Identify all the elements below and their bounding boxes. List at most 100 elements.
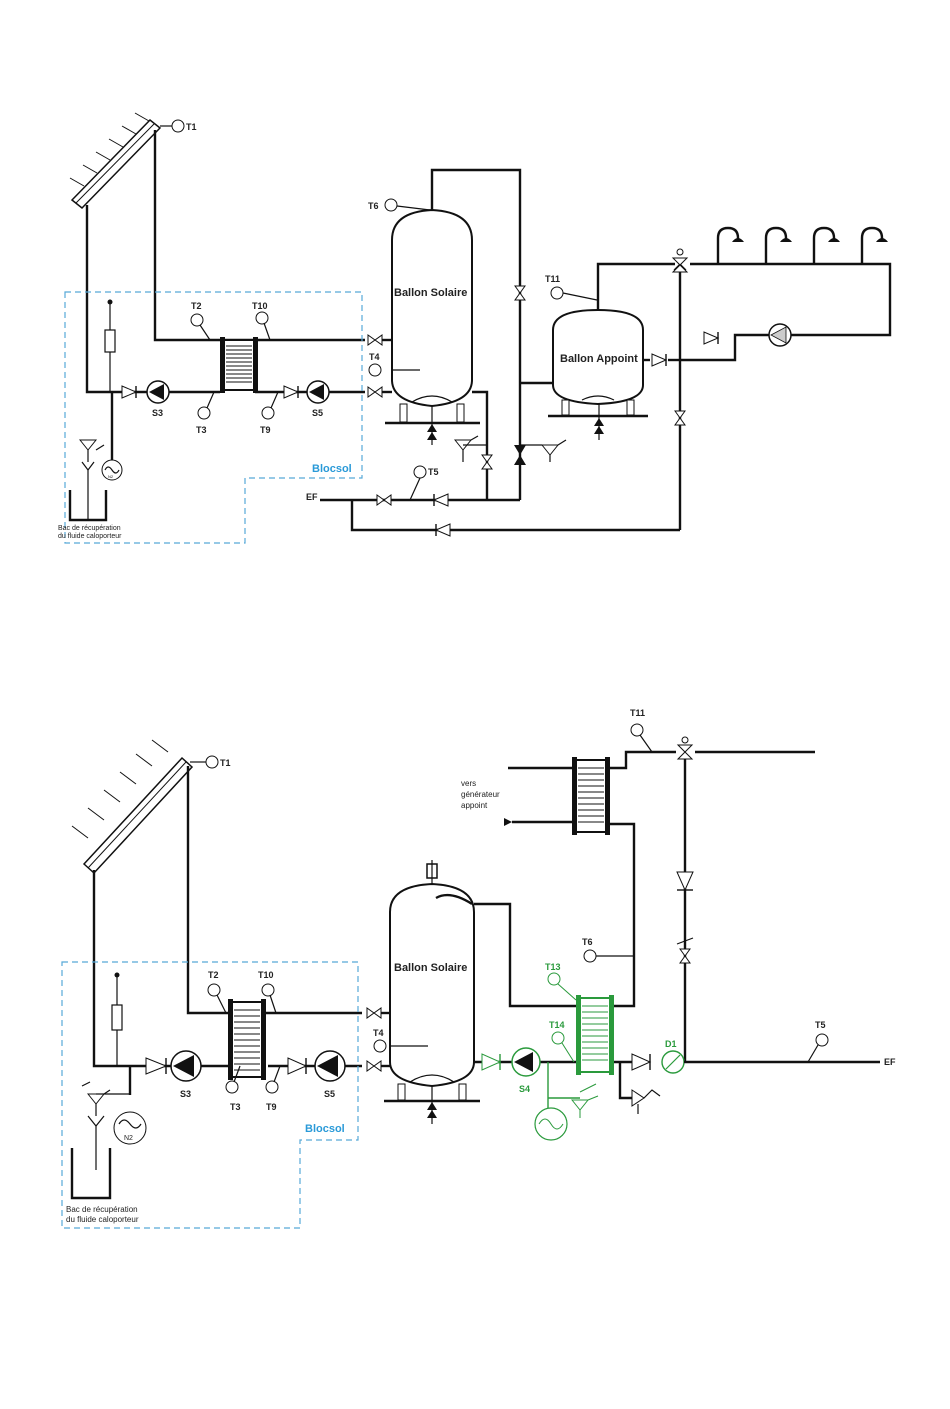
sensor-d1-label: D1 — [665, 1039, 677, 1049]
sensor-t14-label: T14 — [549, 1020, 565, 1030]
recirculation-pump — [769, 324, 791, 346]
check-valve — [434, 494, 448, 506]
safety-valve — [455, 436, 487, 462]
sensor-t2-label: T2 — [191, 301, 202, 311]
sensor-t2-label: T2 — [208, 970, 219, 980]
sensor-t6: T6 — [582, 937, 634, 962]
sensor-t9-label: T9 — [260, 425, 271, 435]
safety-group: N2 — [72, 1082, 146, 1198]
solar-collector — [70, 113, 160, 208]
tray-label-1: Bac de récupération — [66, 1205, 138, 1214]
sensor-t9-label: T9 — [266, 1102, 277, 1112]
sensor-t5-label: T5 — [815, 1020, 826, 1030]
safety-valve — [520, 440, 566, 462]
sensor-t1-label: T1 — [220, 758, 231, 768]
sensor-t1: T1 — [190, 756, 231, 768]
heat-exchanger-1 — [228, 999, 266, 1080]
valve — [368, 335, 382, 345]
sensor-t4-label: T4 — [369, 352, 380, 362]
valve — [675, 411, 685, 425]
sensor-t11: T11 — [630, 708, 652, 752]
pump-s4-label: S4 — [519, 1084, 530, 1094]
three-way-valve — [673, 249, 687, 272]
solar-tank — [384, 860, 480, 1124]
shower-icon — [718, 228, 744, 264]
solar-tank-label: Ballon Solaire — [394, 962, 467, 974]
valve — [377, 495, 391, 505]
sensor-t10-label: T10 — [252, 301, 268, 311]
generator-label-1: vers — [461, 779, 476, 788]
sensor-t9: T9 — [266, 1066, 280, 1112]
pump-s3-label: S3 — [180, 1089, 191, 1099]
generator-label-3: appoint — [461, 801, 488, 810]
check-valve — [122, 386, 136, 398]
sensor-t1-label: T1 — [186, 122, 197, 132]
sensor-t6-label: T6 — [582, 937, 593, 947]
sensor-t5-label: T5 — [428, 467, 439, 477]
valve — [482, 455, 492, 469]
valve — [368, 387, 382, 397]
backup-tank-label: Ballon Appoint — [560, 353, 638, 365]
sensor-t6: T6 — [368, 199, 430, 211]
valve — [367, 1061, 381, 1071]
pump-s3-label: S3 — [152, 408, 163, 418]
expansion-vessel-label: N2 — [108, 474, 114, 479]
pump-s5-label: S5 — [324, 1089, 335, 1099]
generator-label-2: générateur — [461, 790, 500, 799]
sensor-t4: T4 — [369, 352, 381, 376]
safety-valve — [632, 1090, 660, 1114]
check-valve — [436, 524, 450, 536]
sensor-t11-label: T11 — [545, 274, 560, 284]
check-valve — [652, 354, 666, 366]
sensor-t3-label: T3 — [230, 1102, 241, 1112]
three-way-valve — [678, 737, 692, 759]
pump-s3 — [171, 1051, 201, 1081]
valve — [367, 1008, 381, 1018]
added-equipment: S4 T13 T14 — [474, 962, 684, 1140]
heat-exchanger-1 — [220, 337, 258, 393]
cold-water-label: EF — [884, 1057, 896, 1067]
check-valve — [284, 386, 298, 398]
sensor-t2: T2 — [208, 970, 226, 1013]
sensor-t9: T9 — [260, 392, 278, 435]
shower-icon — [766, 228, 792, 264]
diagram-2: T1 Blocsol — [62, 708, 896, 1228]
check-valve — [288, 1058, 306, 1074]
sensor-t11: T11 — [545, 274, 597, 300]
blocsol-border — [62, 962, 358, 1228]
sensor-t6-label: T6 — [368, 201, 379, 211]
sensor-t3-label: T3 — [196, 425, 207, 435]
safety-group: N2 — [70, 440, 122, 520]
sensor-t13-label: T13 — [545, 962, 561, 972]
shower-icon — [862, 228, 888, 264]
expansion-vessel-label: N2 — [124, 1135, 133, 1142]
check-valve — [146, 1058, 166, 1074]
diagram-1: T1 Blocsol T2 T10 T3 — [58, 113, 890, 543]
valve — [515, 286, 525, 300]
safety-valve-tube — [105, 300, 115, 393]
sensor-t10-label: T10 — [258, 970, 274, 980]
sensor-t2: T2 — [191, 301, 210, 340]
sensor-t3: T3 — [196, 392, 214, 435]
sensor-t10: T10 — [252, 301, 270, 340]
solar-tank — [385, 210, 480, 445]
check-valve — [632, 1054, 650, 1070]
pump-s5-label: S5 — [312, 408, 323, 418]
tray-label-2: du fluide caloporteur — [66, 1215, 139, 1224]
pump-s3 — [147, 381, 169, 403]
tray-label-1: Bac de récupération — [58, 525, 121, 532]
sensor-t4: T4 — [373, 1028, 386, 1052]
sensor-t5: T5 — [808, 1020, 828, 1062]
blocsol-label: Blocsol — [312, 463, 352, 475]
check-valve — [677, 872, 693, 890]
pump-s5 — [315, 1051, 345, 1081]
tray-label-2: du fluide caloporteur — [58, 533, 122, 540]
pump-s5 — [307, 381, 329, 403]
valve — [680, 949, 690, 963]
cold-water-label: EF — [306, 492, 318, 502]
blocsol-label: Blocsol — [305, 1123, 345, 1135]
safety-valve-tube — [112, 973, 122, 1067]
heat-exchanger-generator — [572, 757, 610, 835]
sensor-t11-label: T11 — [630, 708, 645, 718]
